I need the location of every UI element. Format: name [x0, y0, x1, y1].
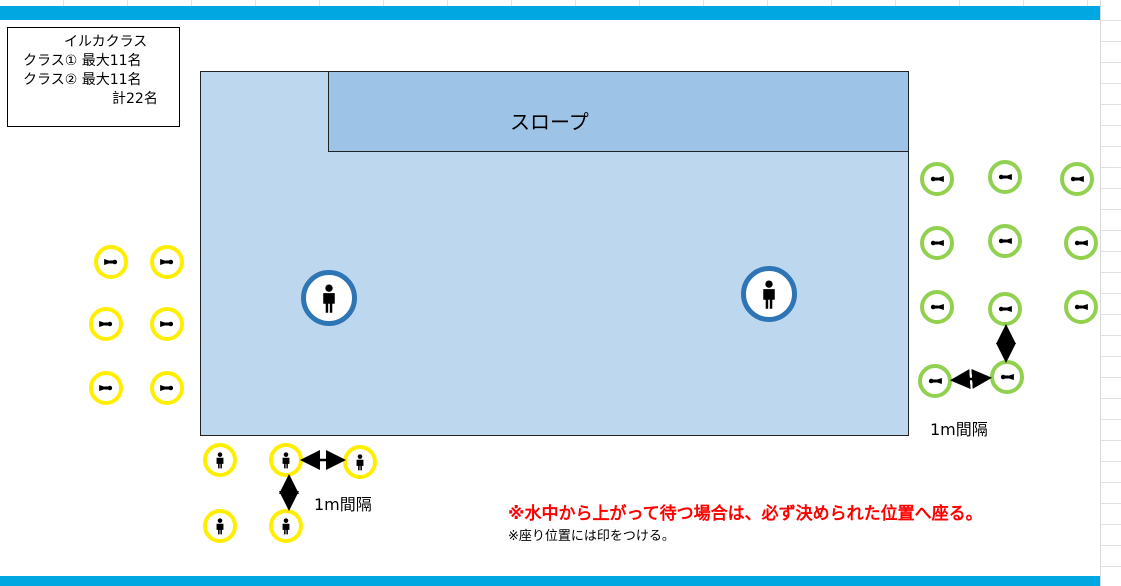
- seat-marker-bottom: [203, 509, 237, 543]
- person-icon: [1070, 175, 1084, 183]
- person-icon: [356, 454, 364, 471]
- total-capacity: 計22名: [112, 91, 158, 107]
- person-icon: [99, 384, 113, 392]
- spacing-label-right: 1m間隔: [930, 420, 988, 439]
- seat-marker-right: [920, 162, 954, 196]
- seat-marker-right: [988, 224, 1022, 258]
- double-arrow-icon: [950, 368, 992, 390]
- seat-marker-right: [988, 160, 1022, 194]
- person-icon: [998, 173, 1012, 181]
- seat-marker-bottom: [269, 443, 303, 477]
- class-info-box: イルカクラス クラス① 最大11名 クラス② 最大11名 計22名: [7, 27, 180, 127]
- person-icon: [160, 258, 174, 266]
- class-1-capacity: クラス① 最大11名: [23, 53, 142, 69]
- person-icon: [216, 518, 224, 535]
- person-icon: [998, 305, 1012, 313]
- instructor-marker: [741, 266, 797, 322]
- class-2-capacity: クラス② 最大11名: [23, 72, 142, 88]
- seat-marker-bottom: [269, 509, 303, 543]
- note-text: ※座り位置には印をつける。: [508, 529, 675, 544]
- seat-marker-bottom: [343, 445, 377, 479]
- instructor-marker: [301, 270, 357, 326]
- seat-marker-left: [150, 371, 184, 405]
- person-icon: [1074, 303, 1088, 311]
- person-icon: [323, 284, 335, 313]
- seat-marker-left: [89, 371, 123, 405]
- slope-area: [328, 71, 909, 152]
- seat-marker-right: [990, 360, 1024, 394]
- person-icon: [160, 384, 174, 392]
- seat-marker-right: [1060, 162, 1094, 196]
- seat-marker-right: [1064, 226, 1098, 260]
- spacing-label-left: 1m間隔: [314, 495, 372, 514]
- slope-label: スロープ: [510, 110, 589, 134]
- warning-text: ※水中から上がって待つ場合は、必ず決められた位置へ座る。: [508, 504, 983, 524]
- sheet-gridlines: [0, 0, 1100, 6]
- person-icon: [216, 452, 224, 469]
- person-icon: [282, 518, 290, 535]
- bottom-bar: [0, 576, 1100, 586]
- seat-marker-left: [94, 245, 128, 279]
- seat-marker-right: [918, 364, 952, 398]
- seat-marker-right: [1064, 290, 1098, 324]
- person-icon: [160, 320, 174, 328]
- person-icon: [930, 239, 944, 247]
- top-bar: [0, 6, 1100, 20]
- seat-marker-right: [988, 292, 1022, 326]
- person-icon: [928, 377, 942, 385]
- seat-marker-right: [920, 226, 954, 260]
- class-name: イルカクラス: [64, 34, 148, 50]
- person-icon: [998, 237, 1012, 245]
- seat-marker-left: [150, 245, 184, 279]
- sheet-row-gridlines: [1100, 0, 1121, 586]
- seat-marker-left: [89, 307, 123, 341]
- seat-marker-bottom: [203, 443, 237, 477]
- person-icon: [104, 258, 118, 266]
- person-icon: [99, 320, 113, 328]
- person-icon: [282, 452, 290, 469]
- seat-marker-left: [150, 307, 184, 341]
- person-icon: [763, 280, 775, 309]
- person-icon: [1074, 239, 1088, 247]
- person-icon: [930, 175, 944, 183]
- person-icon: [930, 303, 944, 311]
- person-icon: [1000, 373, 1014, 381]
- seat-marker-right: [920, 290, 954, 324]
